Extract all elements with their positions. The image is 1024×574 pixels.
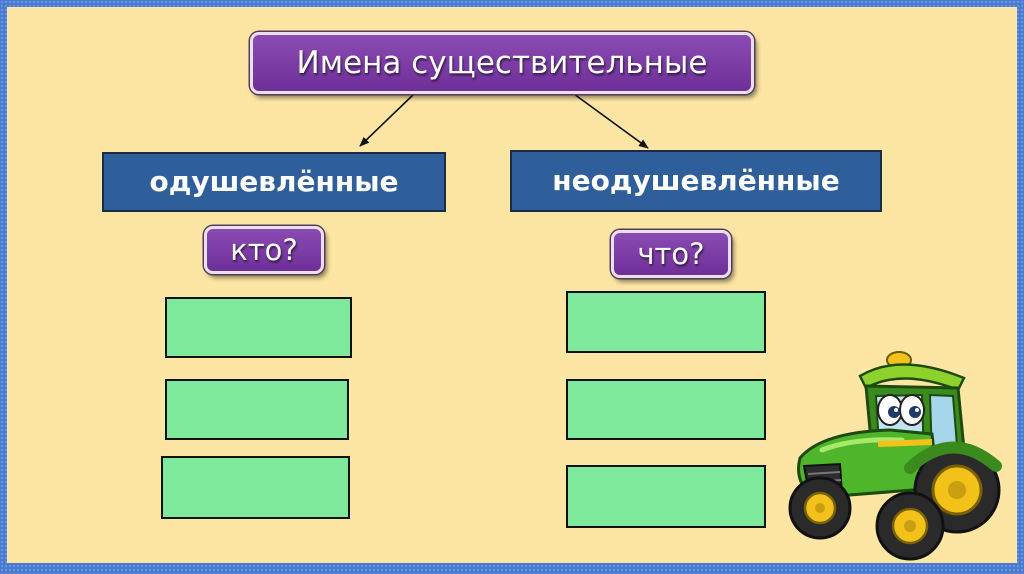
answer-slot-inanimate-2[interactable] xyxy=(566,379,766,440)
category-inanimate-label: неодушевлённые xyxy=(552,164,840,197)
answer-slot-inanimate-1[interactable] xyxy=(566,291,766,353)
answer-slot-inanimate-3[interactable] xyxy=(566,465,766,528)
answer-slot-animate-1[interactable] xyxy=(165,297,352,358)
category-inanimate-box: неодушевлённые xyxy=(510,150,882,212)
category-animate-label: одушевлённые xyxy=(149,165,399,198)
answer-slot-animate-2[interactable] xyxy=(165,379,349,440)
question-who-box: кто? xyxy=(204,226,324,274)
title-text: Имена существительные xyxy=(296,45,708,81)
title-box: Имена существительные xyxy=(250,32,754,94)
arrow-to-inanimate xyxy=(573,93,649,149)
tractor-icon xyxy=(788,351,1002,561)
answer-slot-animate-3[interactable] xyxy=(161,456,350,519)
question-what-label: что? xyxy=(637,237,705,271)
question-what-box: что? xyxy=(611,230,731,278)
question-who-label: кто? xyxy=(230,233,298,267)
category-animate-box: одушевлённые xyxy=(102,152,446,212)
arrow-to-animate xyxy=(359,93,415,147)
